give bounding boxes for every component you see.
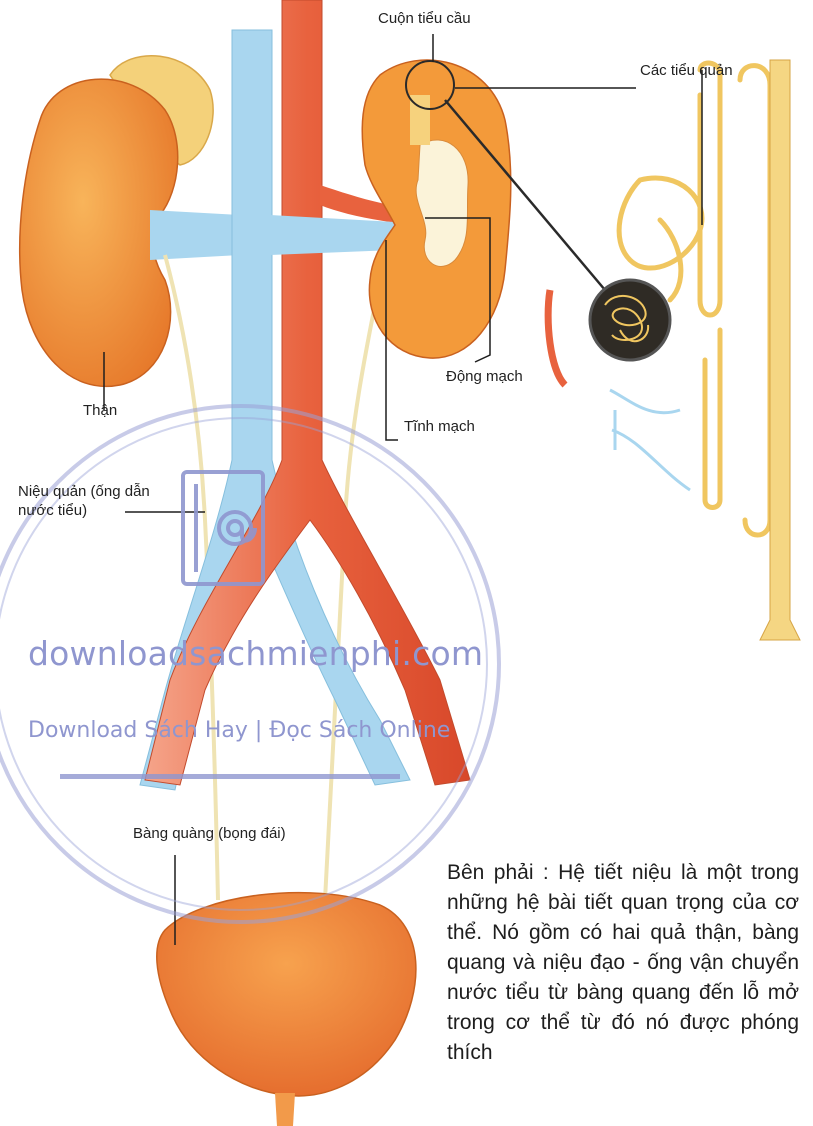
renal-pelvis xyxy=(416,140,468,266)
bladder xyxy=(157,893,416,1096)
vein-label: Tĩnh mạch xyxy=(404,418,475,435)
bladder-label: Bàng quàng (bọng đái) xyxy=(133,825,286,842)
tubules-label: Các tiểu quản xyxy=(640,62,733,79)
artery-label: Động mạch xyxy=(446,368,523,385)
watermark-title: downloadsachmienphi.com xyxy=(28,634,483,673)
ureter-label: Niệu quản (ống dẫn nước tiểu) xyxy=(18,482,168,520)
right-renal-vein xyxy=(270,215,395,255)
kidney-label: Thận xyxy=(83,402,117,419)
collecting-duct xyxy=(760,60,800,640)
left-renal-vein xyxy=(150,210,240,260)
watermark-bar xyxy=(60,774,400,779)
glomerulus-label: Cuộn tiểu cầu xyxy=(378,10,471,27)
afferent-arteriole xyxy=(548,290,565,385)
watermark-subtitle: Download Sách Hay | Đọc Sách Online xyxy=(28,718,450,743)
bowman-capsule xyxy=(590,280,670,360)
caption-text: Bên phải : Hệ tiết niệu là một trong nhữ… xyxy=(447,858,799,1068)
urethra xyxy=(275,1093,295,1126)
peritubular-capillaries xyxy=(610,390,690,490)
